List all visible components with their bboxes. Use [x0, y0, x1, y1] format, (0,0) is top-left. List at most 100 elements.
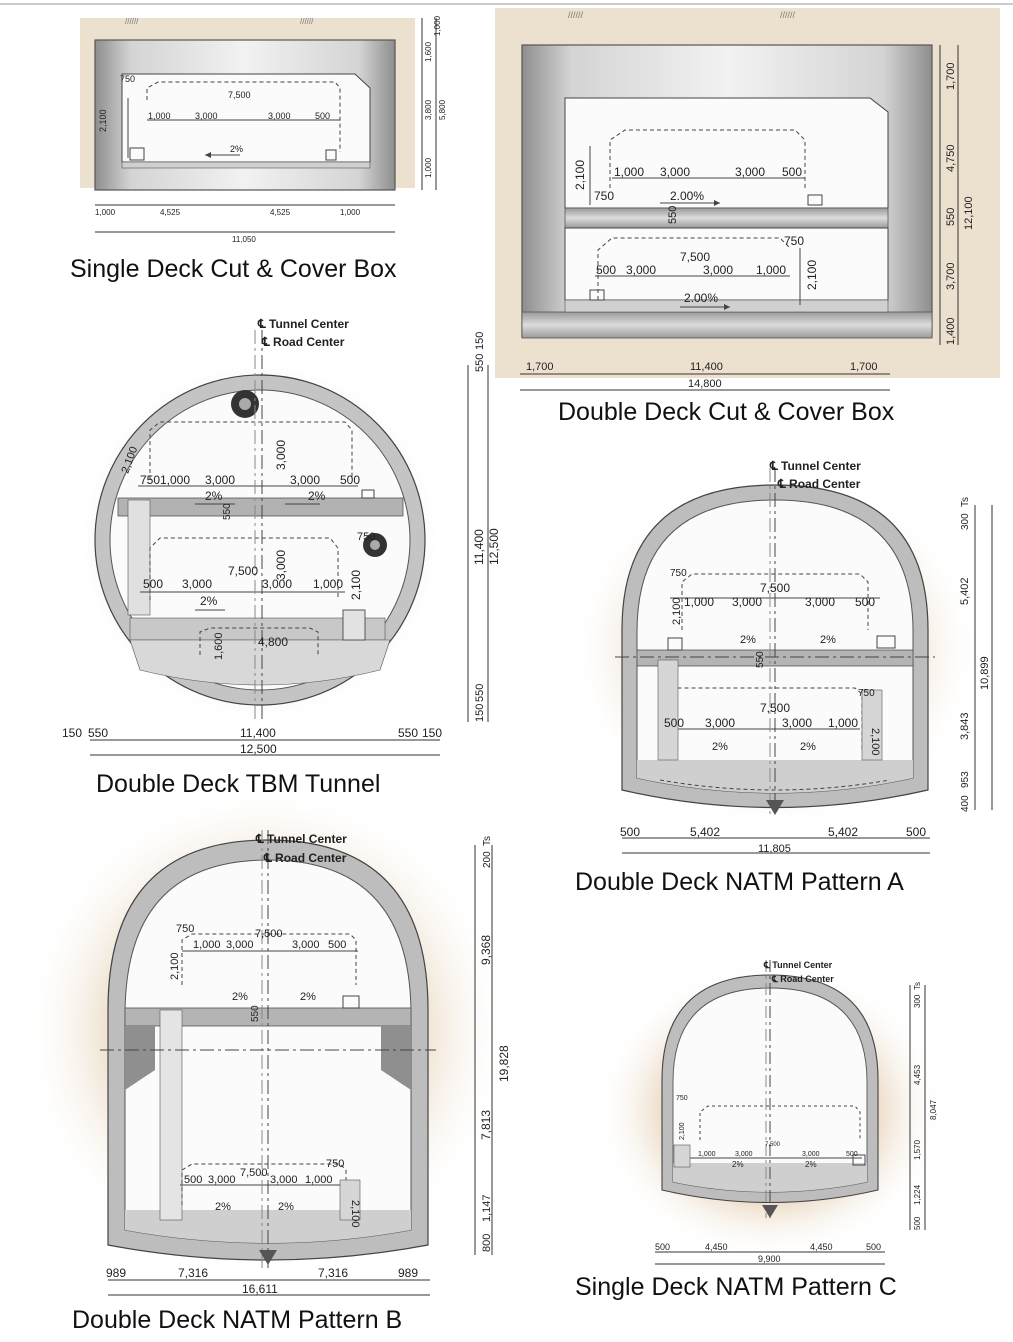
dim-label: 14,800	[688, 378, 722, 390]
dim-label: Ts	[482, 836, 493, 846]
dim-label: 500	[782, 165, 802, 179]
dim-label: 7,316	[318, 1266, 348, 1280]
dim-label: Ts	[913, 982, 922, 990]
dim-label: 3,000	[660, 165, 690, 179]
dim-label: 9,368	[479, 935, 493, 965]
dim-label: 750	[676, 1095, 688, 1102]
dim-label: 3,000	[703, 263, 733, 277]
dim-label: 16,611	[242, 1282, 278, 1296]
dim-label: 500	[340, 473, 360, 487]
road-center-label: ℄ Road Center	[771, 974, 834, 984]
dim-label: 300	[913, 994, 922, 1008]
dim-label: 750	[140, 473, 160, 487]
dim-label: 3,000	[290, 473, 320, 487]
tbm-tunnel-section: ℄ Tunnel Center ℄ Road Center 2,100 750 …	[62, 317, 501, 756]
svg-text://////: //////	[300, 17, 314, 26]
dim-label: 750	[176, 923, 194, 935]
dim-label: 150	[422, 726, 442, 740]
dim-label: 800	[481, 1234, 493, 1252]
dim-label: 3,000	[705, 716, 735, 730]
dim-label: 5,402	[690, 825, 720, 839]
dim-label: 750	[594, 189, 614, 203]
dim-label: 1,147	[481, 1194, 493, 1222]
dim-label: 500	[143, 577, 163, 591]
dim-label: 2,100	[349, 1200, 361, 1228]
dim-label: 500	[664, 716, 684, 730]
dim-label: 500	[906, 825, 926, 839]
dim-label: 200	[482, 851, 493, 868]
dim-label: 12,500	[487, 528, 501, 565]
caption-single-deck-box: Single Deck Cut & Cover Box	[70, 255, 397, 283]
dim-label: 11,400	[690, 361, 723, 373]
dim-label: 1,000	[340, 208, 361, 217]
dim-label: 1,570	[913, 1139, 922, 1160]
dim-label: 300	[960, 513, 971, 530]
slope-label: 2.00%	[684, 291, 718, 305]
svg-text://////: //////	[780, 10, 796, 20]
dim-label: 7,500	[240, 1167, 268, 1179]
dim-label: 3,000	[292, 939, 320, 951]
dim-label: 4,453	[913, 1064, 922, 1085]
dim-label: 11,805	[758, 843, 791, 855]
dim-label: 3,000	[805, 595, 835, 609]
dim-label: 3,000	[182, 577, 212, 591]
caption-natm-b: Double Deck NATM Pattern B	[72, 1306, 403, 1334]
slope-label: 2%	[278, 1201, 294, 1213]
dim-label: 7,316	[178, 1266, 208, 1280]
dim-label: 11,400	[472, 529, 486, 565]
svg-text://////: //////	[568, 10, 584, 20]
dim-label: 750	[670, 568, 687, 579]
slope-label: 2%	[300, 991, 316, 1003]
dim-label: 2,100	[98, 109, 108, 132]
dim-label: 1,600	[213, 632, 225, 660]
dim-label: 750	[858, 688, 875, 699]
dim-label: 7,500	[255, 928, 283, 940]
dim-label: 550	[474, 684, 486, 702]
dim-label: 11,400	[240, 726, 276, 740]
slope-label: 2%	[308, 489, 326, 503]
dim-label: 1,600	[424, 41, 433, 62]
dim-label: 1,400	[945, 317, 957, 345]
dim-label: 989	[398, 1266, 418, 1280]
tunnel-center-label: ℄ Tunnel Center	[763, 960, 833, 970]
dim-label: 550	[250, 1005, 261, 1022]
dim-label: 10,899	[979, 656, 991, 690]
dim-label: 5,402	[828, 825, 858, 839]
dim-label: 1,000	[424, 157, 433, 178]
dim-label: 4,525	[270, 208, 291, 217]
dim-label: 1,000	[305, 1174, 333, 1186]
dim-label: 3,000	[274, 550, 288, 580]
slope-label: 2%	[740, 634, 756, 646]
dim-label: 4,750	[945, 144, 957, 172]
slope-label: 2%	[215, 1201, 231, 1213]
dim-label: 989	[106, 1266, 126, 1280]
dim-label: 3,000	[782, 716, 812, 730]
road-center-label: ℄ Road Center	[261, 335, 345, 349]
slope-label: 2%	[800, 741, 816, 753]
natm-a-section: ℄ Tunnel Center ℄ Road Center 750 2,100 …	[570, 459, 993, 855]
dim-label: 1,700	[850, 361, 878, 373]
natm-c-section: ℄ Tunnel Center ℄ Road Center 750 2,100 …	[595, 960, 945, 1265]
dim-label: 500	[184, 1174, 202, 1186]
dim-label: 3,000	[195, 111, 218, 121]
dim-label: 1,000	[313, 577, 343, 591]
dim-label: 4,450	[810, 1242, 833, 1252]
dim-label: 7,500	[228, 564, 258, 578]
dim-label: 750	[784, 234, 804, 248]
dim-label: 550	[398, 726, 418, 740]
dim-label: 12,500	[240, 742, 277, 756]
dim-label: 4,800	[258, 635, 288, 649]
dim-label: 7,500	[680, 250, 710, 264]
dim-label: 7,500	[760, 581, 790, 595]
dim-label: 2,100	[869, 728, 881, 756]
dim-label: 500	[855, 595, 875, 609]
slope-label: 2%	[805, 1160, 817, 1169]
dim-label: 1,000	[684, 595, 714, 609]
dim-label: 8,047	[929, 1099, 938, 1120]
dim-label: 550	[474, 354, 486, 372]
dim-label: 2,100	[805, 260, 819, 290]
dim-label: 3,000	[208, 1174, 236, 1186]
dim-label: 150	[474, 704, 486, 722]
slope-label: 2%	[205, 489, 223, 503]
dim-label: 550	[88, 726, 108, 740]
